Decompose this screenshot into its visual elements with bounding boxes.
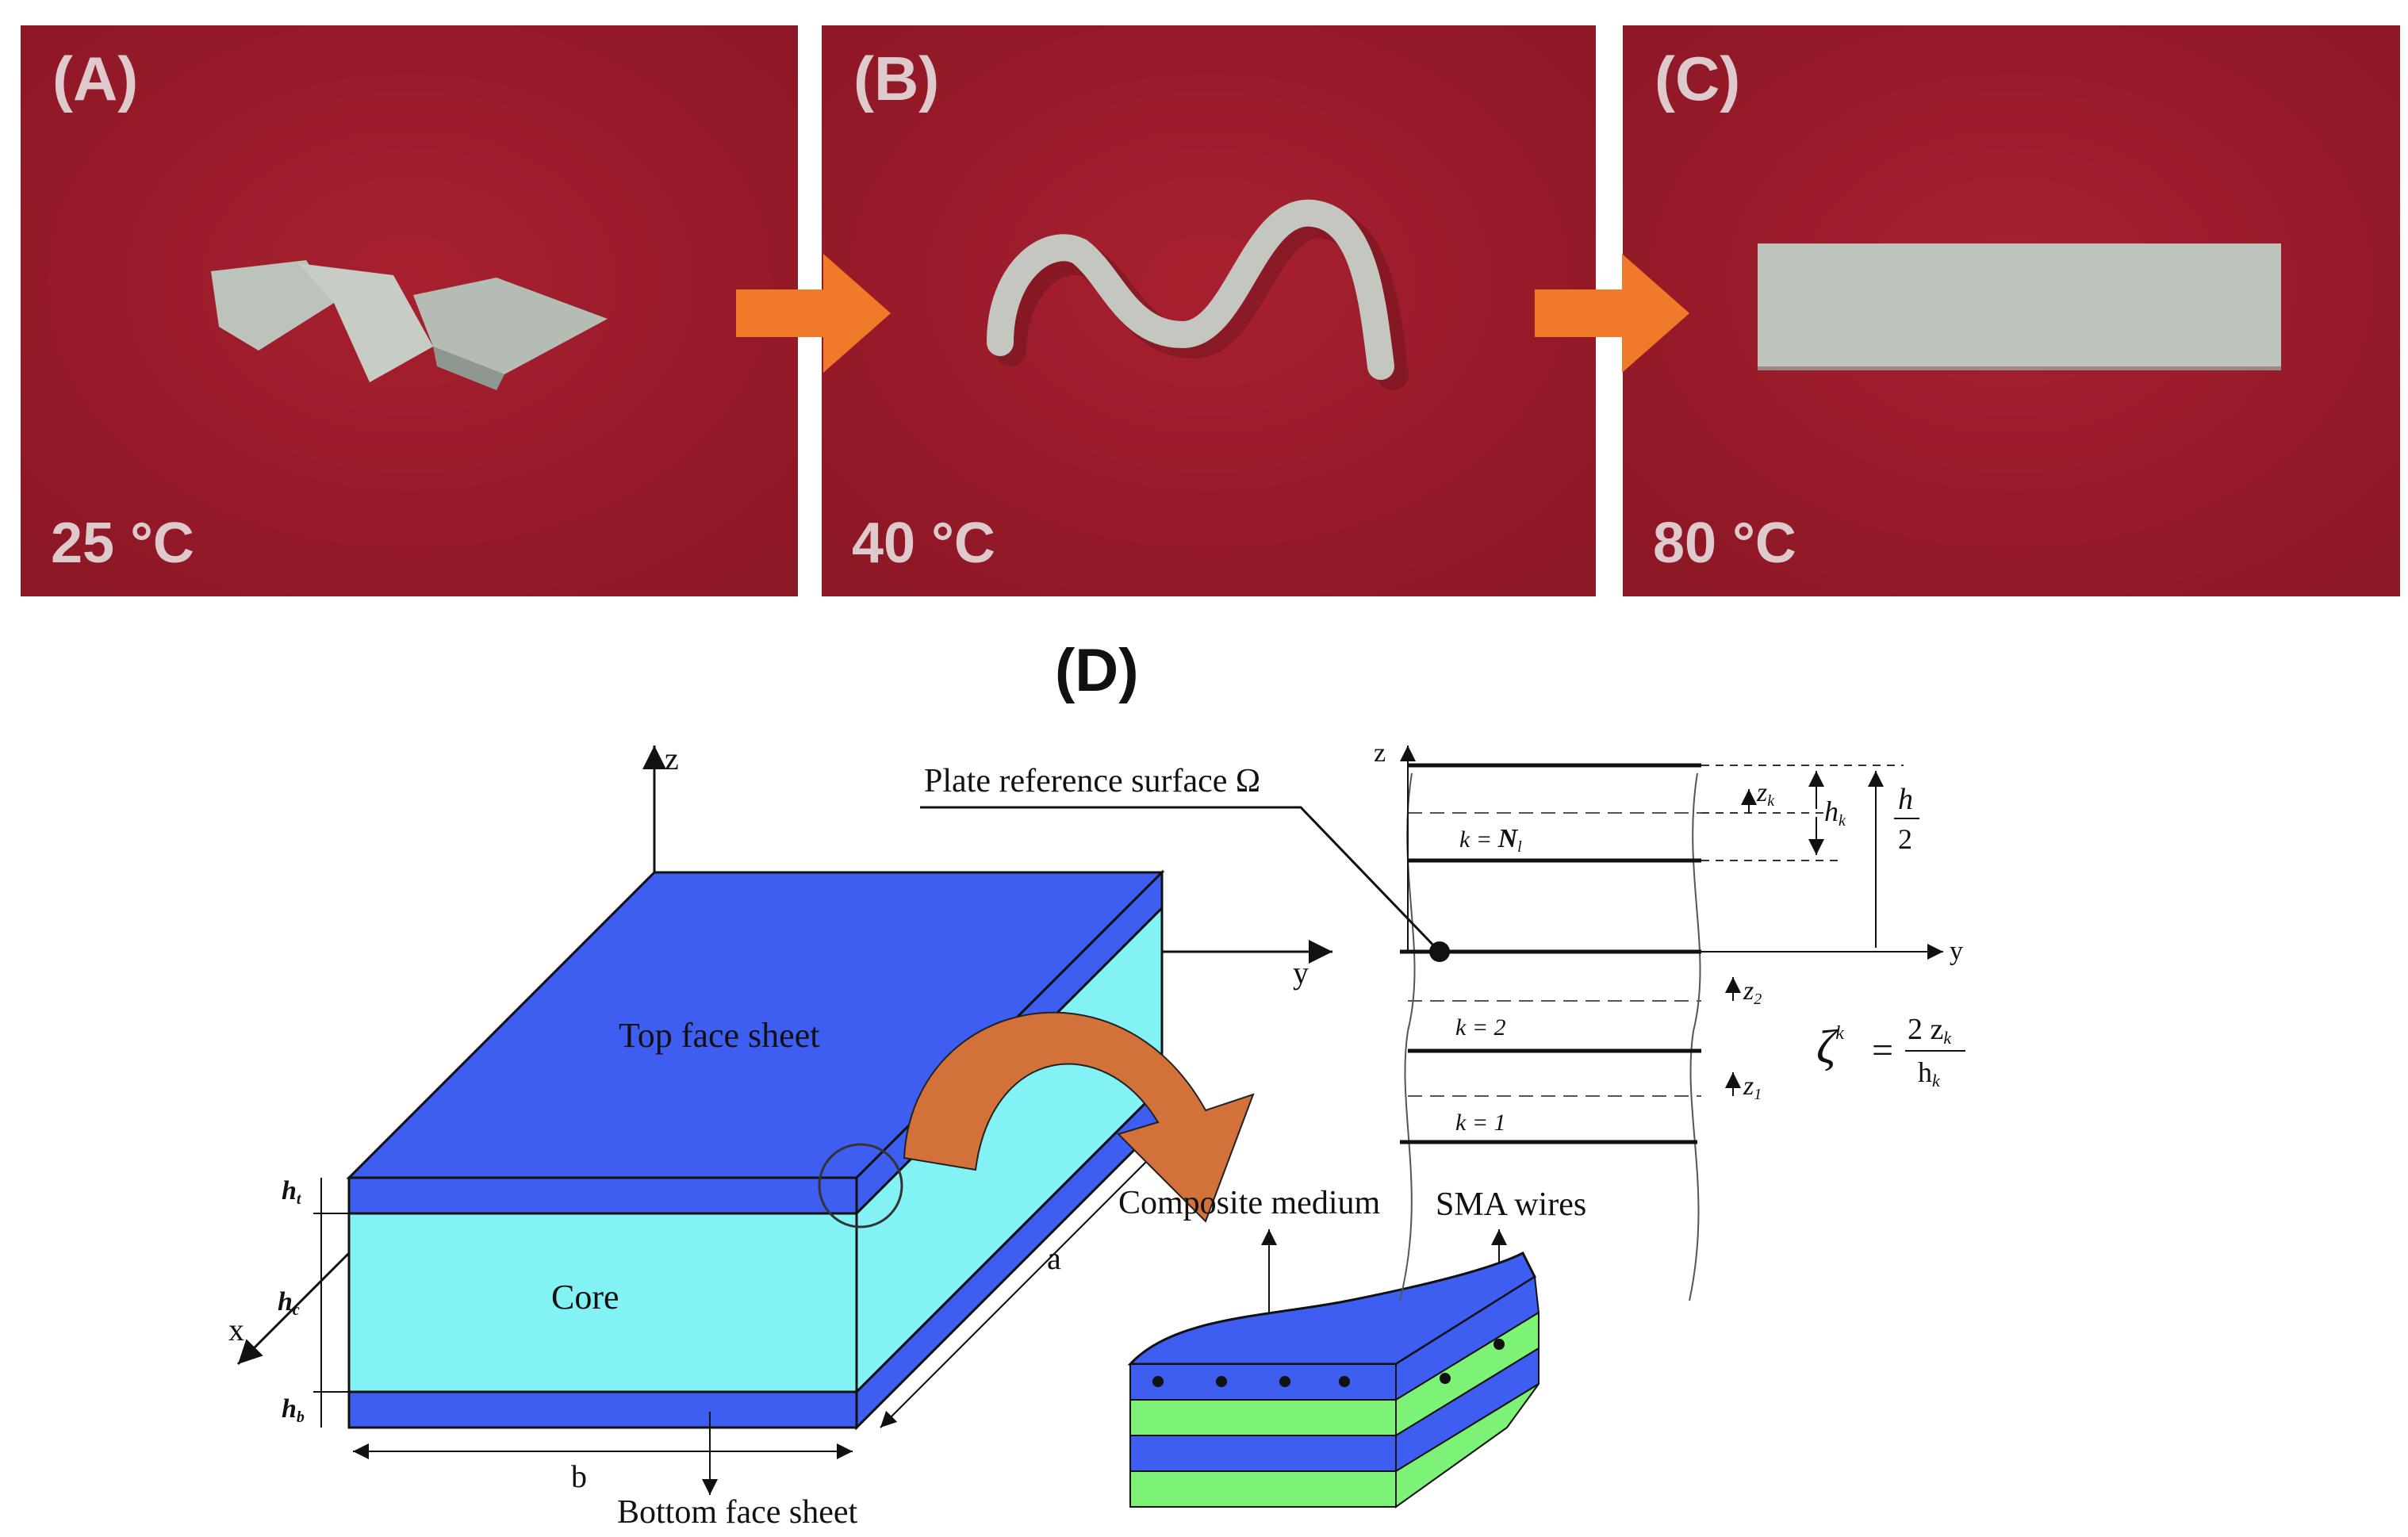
equation-equals: = xyxy=(1872,1029,1893,1071)
temperature-label: 40 °C xyxy=(852,512,995,575)
flat-strip-photo xyxy=(1623,25,2400,596)
right-wavy-edge xyxy=(1689,772,1701,1301)
zk-label: zk xyxy=(1756,778,1775,810)
sma-wire-dots xyxy=(1152,1339,1505,1387)
folded-strip-segment-1 xyxy=(211,260,334,351)
bottom-face-label: Bottom face sheet xyxy=(617,1494,858,1531)
temperature-label: 80 °C xyxy=(1653,512,1796,575)
layer-y-label: y xyxy=(1950,937,1963,966)
z1-label: z1 xyxy=(1743,1071,1762,1103)
h-over-2-denominator: 2 xyxy=(1898,823,1912,855)
sandwich-block: z y Top face sheet Core ht hc hb x b xyxy=(228,741,1332,1531)
folded-strip-photo xyxy=(21,25,798,596)
composite-layer-green xyxy=(1129,1470,1397,1508)
sandwich-plate-diagram: z y Top face sheet Core ht hc hb x b xyxy=(228,738,1965,1531)
arrow-b-to-c-icon xyxy=(1535,254,1689,373)
top-sheet-front xyxy=(347,1176,858,1215)
composite-top xyxy=(1127,1251,1536,1366)
layer-label-1: k = 1 xyxy=(1455,1110,1506,1136)
zeta-symbol: ζk xyxy=(1816,1021,1844,1073)
top-face-label: Top face sheet xyxy=(619,1016,819,1055)
temperature-label: 25 °C xyxy=(51,512,194,575)
reference-leader xyxy=(920,806,1441,953)
layer-z-label: z xyxy=(1374,738,1386,768)
core-front xyxy=(347,1212,858,1393)
composite-detail: Composite medium SMA wires xyxy=(1118,1185,1586,1508)
detail-circle xyxy=(818,1143,903,1228)
wavy-strip xyxy=(987,199,1394,380)
section-label-d: (D) xyxy=(1055,637,1139,704)
hk-label: hk xyxy=(1824,795,1846,830)
panel-label: (A) xyxy=(52,44,139,113)
composite-layer-blue xyxy=(1129,1435,1397,1472)
composite-layer-green xyxy=(1129,1399,1397,1436)
dim-b-label: b xyxy=(571,1458,587,1494)
folded-strip-segment-2 xyxy=(298,263,433,382)
hb-label: hb xyxy=(282,1394,305,1426)
sma-wires-label: SMA wires xyxy=(1436,1186,1586,1223)
arrow-a-to-b-icon xyxy=(736,254,891,373)
zeta-numerator: 2 zk xyxy=(1908,1013,1952,1048)
composite-layer-blue xyxy=(1129,1363,1397,1401)
panel-label: (C) xyxy=(1655,44,1741,113)
ht-label: ht xyxy=(282,1176,302,1208)
photo-panel-b: (B) 40 °C xyxy=(822,25,1596,596)
layer-schematic: z y Plate reference surface Ω k = Nl k =… xyxy=(920,738,1965,1301)
flat-strip-shadow xyxy=(1758,366,2281,373)
reference-surface-label: Plate reference surface Ω xyxy=(924,763,1260,799)
h-over-2-numerator: h xyxy=(1898,783,1913,816)
zeta-denominator: hk xyxy=(1918,1056,1941,1090)
folded-strip-shadow xyxy=(433,347,504,390)
composite-medium-label: Composite medium xyxy=(1118,1185,1380,1221)
hc-label: hc xyxy=(278,1287,300,1319)
x-axis-label: x xyxy=(228,1312,244,1347)
core-label: Core xyxy=(551,1278,619,1317)
y-axis-label: y xyxy=(1293,955,1309,991)
bottom-sheet-front xyxy=(347,1390,858,1429)
dim-a-label: a xyxy=(1047,1240,1061,1276)
composite-side-green xyxy=(1395,1383,1540,1508)
layer-label-2: k = 2 xyxy=(1455,1014,1506,1041)
photo-panel-a: (A) 25 °C xyxy=(21,25,798,596)
z2-label: z2 xyxy=(1743,976,1762,1008)
wavy-strip-photo xyxy=(822,25,1596,596)
detail-curved-arrow-icon xyxy=(903,1011,1255,1223)
photo-panel-c: (C) 80 °C xyxy=(1623,25,2400,596)
z-axis-label: z xyxy=(665,741,679,776)
x-axis xyxy=(236,1251,351,1366)
panel-label: (B) xyxy=(853,44,940,113)
flat-strip xyxy=(1758,243,2281,370)
layer-label-top: k = Nl xyxy=(1459,824,1522,856)
folded-strip-segment-3 xyxy=(413,278,608,374)
